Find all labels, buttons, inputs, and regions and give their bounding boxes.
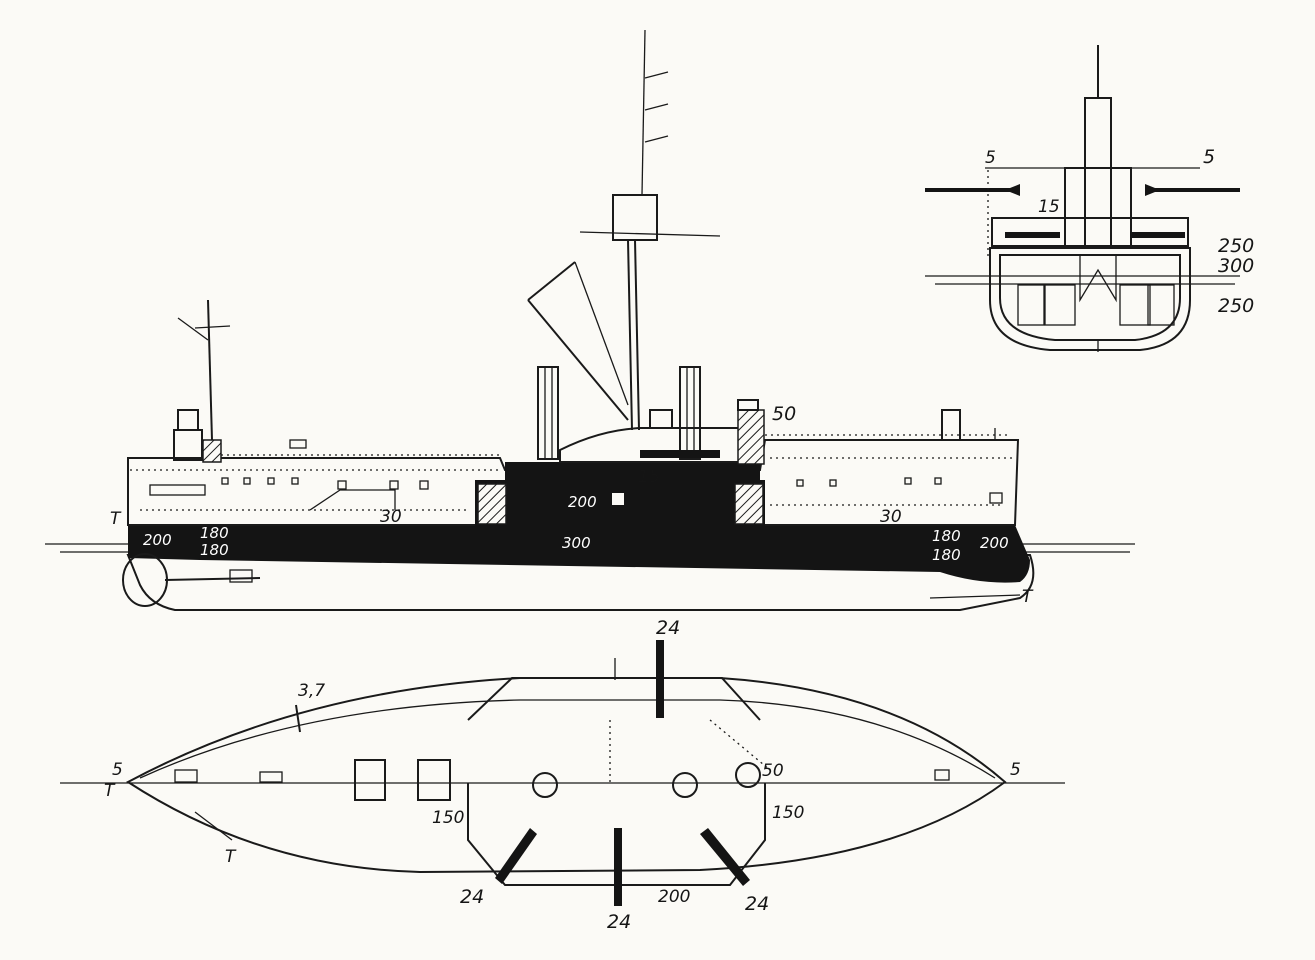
torpedo-label-plan-lower: T — [225, 847, 237, 867]
section-label-deck: 15 — [1038, 197, 1060, 217]
gun-label-bottom-center: 24 — [607, 911, 631, 933]
section-label-top-left: 5 — [985, 148, 996, 168]
armor-label-bottom: 200 — [658, 887, 690, 907]
torpedo-label-bow: T — [110, 509, 122, 529]
armor-label-right-side: 150 — [772, 803, 804, 823]
belt-label-stern-belt: 180 — [932, 546, 961, 564]
deck-label-upper: 15 — [638, 467, 660, 487]
belt-label-mid: 300 — [562, 534, 591, 552]
section-label-belt-upper: 250 — [1218, 235, 1254, 257]
torpedo-label-plan-left: T — [104, 781, 116, 801]
belt-label-bow-belt: 180 — [200, 541, 229, 559]
deck-label-bow: 30 — [380, 507, 402, 527]
plan-view: 24 24 24 24 3,7 5 5 150 150 200 50 T T — [60, 617, 1065, 933]
section-label-top-right: 5 — [1203, 146, 1215, 168]
belt-label-stern-end: 200 — [980, 534, 1009, 552]
cross-section: 5 5 15 250 300 250 — [925, 45, 1254, 352]
section-label-belt-main: 300 — [1218, 255, 1254, 277]
citadel-label: 200 — [568, 493, 597, 511]
section-label-belt-lower: 250 — [1218, 295, 1254, 317]
side-elevation: 180 200 180 300 180 180 200 200 15 30 30… — [45, 29, 1135, 611]
armor-label-right-end: 5 — [1010, 760, 1021, 780]
torpedo-label-stern: T — [1022, 587, 1034, 607]
portholes — [149, 477, 1003, 505]
gun-label-small: 3,7 — [298, 681, 325, 701]
belt-label-stern-upper: 180 — [932, 527, 961, 545]
gun-label-bottom-left: 24 — [460, 886, 484, 908]
armor-label-left-end: 5 — [112, 760, 123, 780]
belt-label-bow-lower: 200 — [143, 531, 172, 549]
gun-label-bottom-right: 24 — [745, 893, 769, 915]
conning-tower-label: 50 — [772, 403, 796, 425]
belt-label-bow-upper: 180 — [200, 524, 229, 542]
gun-label-top: 24 — [656, 617, 680, 639]
deck-label-stern: 30 — [880, 507, 902, 527]
armor-label-funnel: 50 — [762, 761, 784, 781]
armor-label-left-side: 150 — [432, 808, 464, 828]
